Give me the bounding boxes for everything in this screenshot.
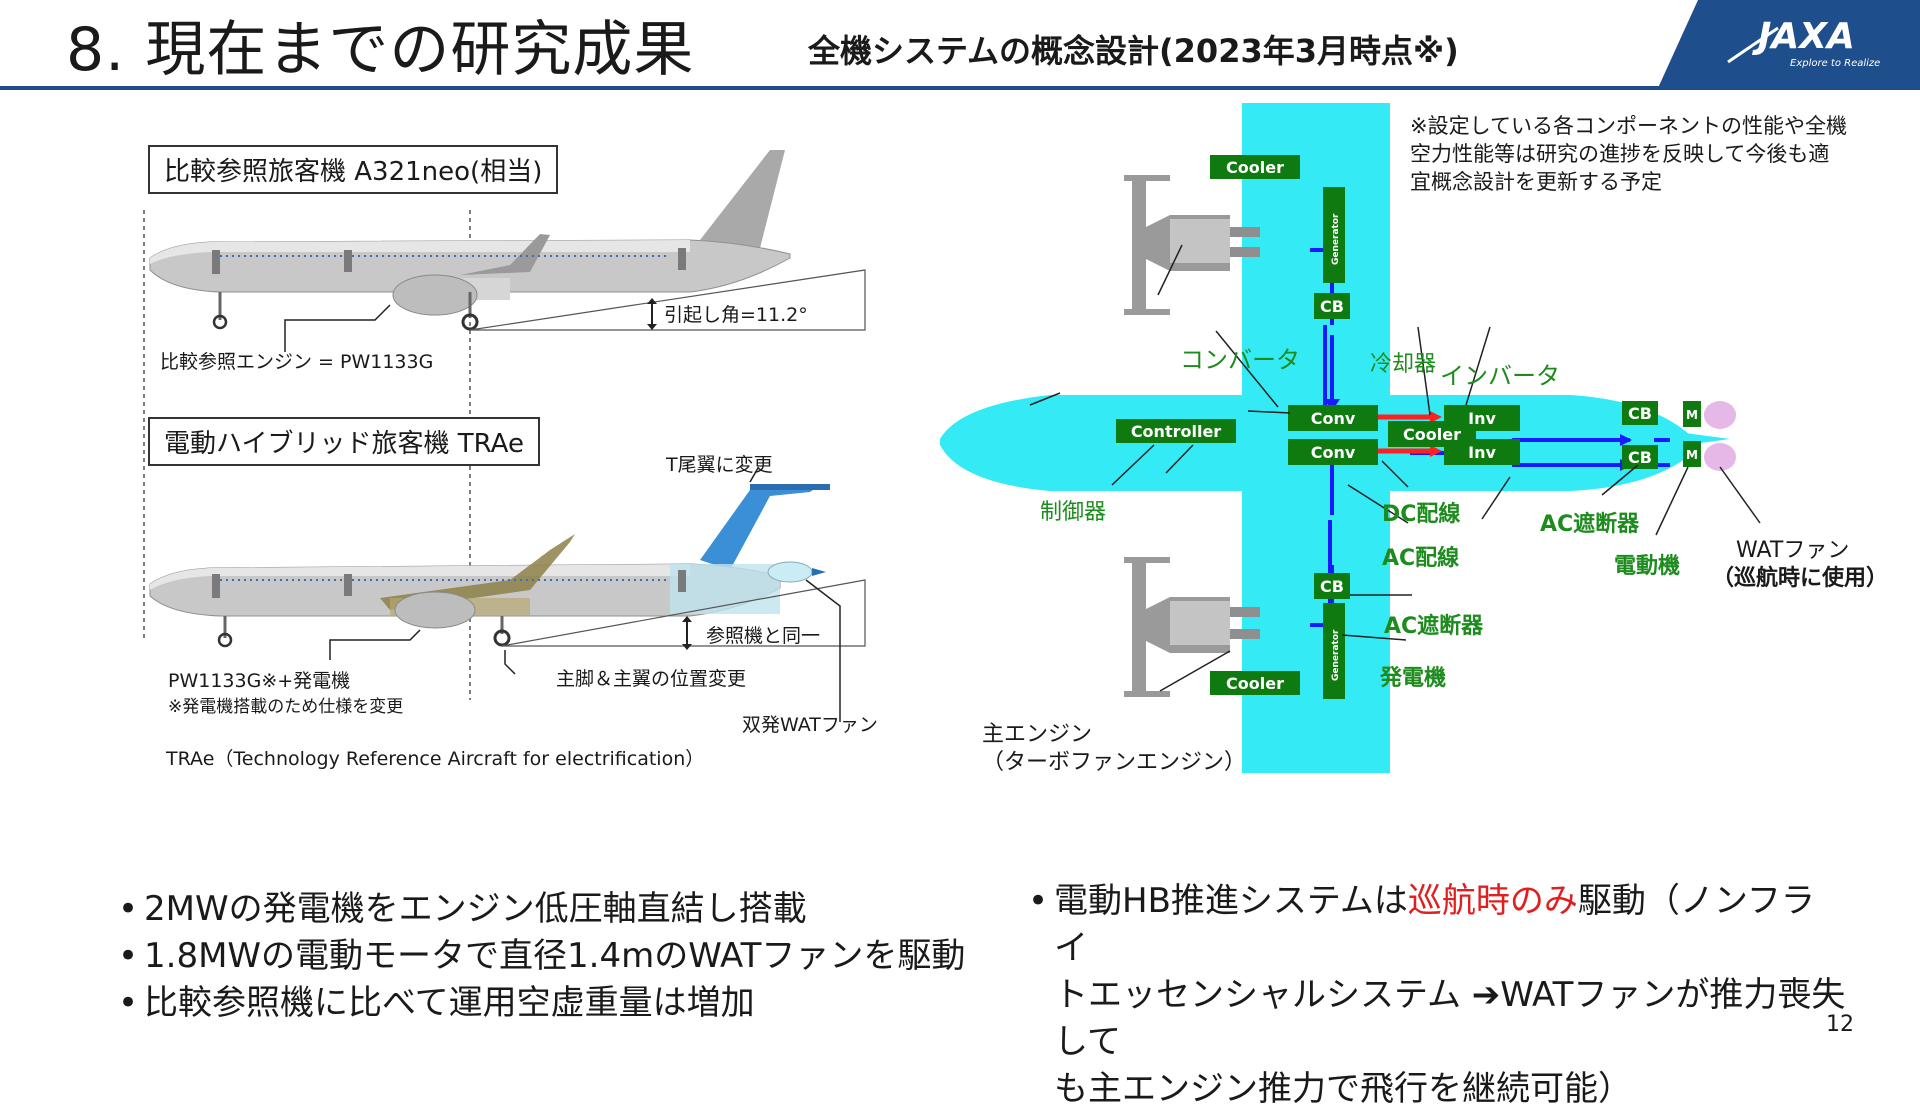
reference-aircraft-box: 比較参照旅客機 A321neo(相当) [148, 145, 559, 194]
rear-cb-block-2 [1622, 445, 1658, 469]
gear-wing-change-label: 主脚＆主翼の位置変更 [556, 668, 747, 690]
page-number: 12 [1826, 1012, 1854, 1037]
header-rule [0, 86, 1920, 90]
reference-aircraft [149, 150, 866, 331]
motor-text-2: M [1686, 448, 1698, 462]
aircraft-comparison-figure [143, 150, 866, 722]
left-bullet-list: •2MWの発電機をエンジン低圧軸直結し搭載 •1.8MWの電動モータで直径1.4… [118, 886, 965, 1027]
bullet-item: • 電動HB推進システムは巡航時のみ駆動（ノンフライ トエッセンシャルシステム … [1028, 878, 1848, 1113]
dc-wire-label: DC配線 [1382, 502, 1461, 527]
conv-block-1 [1288, 405, 1378, 431]
turbofan-label: （ターボファンエンジン） [982, 750, 1247, 775]
controller-label: 制御器 [1040, 500, 1107, 525]
design-update-note: ※設定している各コンポーネントの性能や全機 空力性能等は研究の進捗を反映して今後… [1410, 112, 1847, 196]
coolant-label: 冷却器 [1370, 352, 1437, 377]
bullet-text: 比較参照機に比べて運用空虚重量は増加 [144, 983, 755, 1023]
page-title: 8. 現在までの研究成果 [66, 15, 695, 85]
inv-block-2 [1444, 439, 1520, 465]
ac-wire-label: AC配線 [1382, 546, 1460, 571]
logo-text: JAXA [1752, 16, 1855, 57]
rotation-angle-label: 引起し角=11.2° [664, 304, 808, 326]
jaxa-logo: JAXA Explore to Realize [1658, 0, 1920, 88]
note-line-1: ※設定している各コンポーネントの性能や全機 [1410, 114, 1847, 138]
inv-text-2: Inv [1468, 443, 1496, 462]
cruise-only-highlight: 巡航時のみ [1407, 881, 1578, 921]
lower-generator-text: Generator [1331, 629, 1341, 681]
rear-cb-block-1 [1622, 401, 1658, 425]
bullet-item: •1.8MWの電動モータで直径1.4mのWATファンを駆動 [118, 933, 965, 980]
lower-main-engine [1124, 557, 1260, 697]
generator-label: 発電機 [1380, 666, 1447, 691]
lower-cooler-block [1210, 671, 1300, 695]
upper-cooler-block [1210, 155, 1300, 179]
wat-fan-label: WATファン [1736, 538, 1850, 563]
upper-generator-text: Generator [1331, 213, 1341, 265]
bullet-prefix: 電動HB推進システムは [1054, 881, 1408, 921]
lower-cooler-text: Cooler [1226, 674, 1284, 693]
motor-block-2 [1683, 441, 1701, 467]
same-as-reference-label: 参照機と同一 [706, 625, 821, 647]
inverter-label: インバータ [1440, 362, 1560, 390]
right-bullet-list: • 電動HB推進システムは巡航時のみ駆動（ノンフライ トエッセンシャルシステム … [1028, 878, 1848, 1113]
lower-ac-breaker-label: AC遮断器 [1384, 614, 1484, 639]
logo-tagline: Explore to Realize [1790, 58, 1880, 69]
engine-generator-label: PW1133G※+発電機 [168, 670, 351, 692]
lower-cb-text: CB [1320, 577, 1344, 596]
inv-block-1 [1444, 405, 1520, 431]
conv-block-2 [1288, 439, 1378, 465]
upper-main-engine [1124, 175, 1260, 315]
controller-block [1116, 419, 1236, 443]
center-cooler-text: Cooler [1403, 425, 1461, 444]
reference-engine-label: 比較参照エンジン = PW1133G [160, 351, 434, 373]
lower-cb-block [1314, 573, 1350, 599]
bullet-item: •2MWの発電機をエンジン低圧軸直結し搭載 [118, 886, 965, 933]
upper-generator-block [1323, 187, 1345, 283]
engine-spec-note: ※発電機搭載のため仕様を変更 [168, 697, 404, 717]
bullet-item: •比較参照機に比べて運用空虚重量は増加 [118, 980, 965, 1027]
bullet-line-3: も主エンジン推力で飛行を継続可能） [1054, 1069, 1632, 1109]
motor-text-1: M [1686, 408, 1698, 422]
controller-text: Controller [1131, 422, 1221, 441]
rear-cb-text-2: CB [1628, 448, 1652, 467]
wat-fan-cruise-label: （巡航時に使用） [1712, 566, 1889, 591]
propulsion-system-schematic: Cooler CB Controller Conv Conv Cooler In… [940, 103, 1761, 773]
wat-fan-upper [1704, 401, 1736, 429]
note-line-2: 空力性能等は研究の進捗を反映して今後も適 [1410, 142, 1830, 166]
bullet-rest: 駆動（ノンフライ [1054, 881, 1815, 968]
bullet-text: 2MWの発電機をエンジン低圧軸直結し搭載 [144, 889, 807, 929]
trae-aircraft-box: 電動ハイブリッド旅客機 TRAe [148, 417, 540, 466]
rear-cb-text-1: CB [1628, 404, 1652, 423]
lower-generator-block [1323, 603, 1345, 699]
trae-full-name: TRAe（Technology Reference Aircraft for e… [166, 748, 705, 770]
twin-wat-fan-label: 双発WATファン [742, 714, 878, 736]
motor-label: 電動機 [1614, 554, 1681, 579]
upper-cb-text: CB [1320, 297, 1344, 316]
bullet-line-2: トエッセンシャルシステム ➔WATファンが推力喪失して [1054, 975, 1846, 1062]
inv-text-1: Inv [1468, 409, 1496, 428]
conv-text-2: Conv [1311, 443, 1356, 462]
upper-cooler-text: Cooler [1226, 158, 1284, 177]
main-engine-label: 主エンジン [982, 722, 1093, 747]
upper-cb-block [1314, 293, 1350, 319]
converter-label: コンバータ [1180, 346, 1300, 374]
wat-fan-lower [1704, 443, 1736, 471]
rear-ac-breaker-label: AC遮断器 [1540, 512, 1640, 537]
motor-block-1 [1683, 401, 1701, 427]
note-line-3: 宜概念設計を更新する予定 [1410, 170, 1662, 194]
trae-aircraft [149, 484, 866, 648]
conv-text-1: Conv [1311, 409, 1356, 428]
t-tail-label: T尾翼に変更 [666, 454, 773, 476]
slide-subtitle: 全機システムの概念設計(2023年3月時点※) [808, 32, 1459, 70]
bullet-text: 1.8MWの電動モータで直径1.4mのWATファンを駆動 [144, 936, 966, 976]
